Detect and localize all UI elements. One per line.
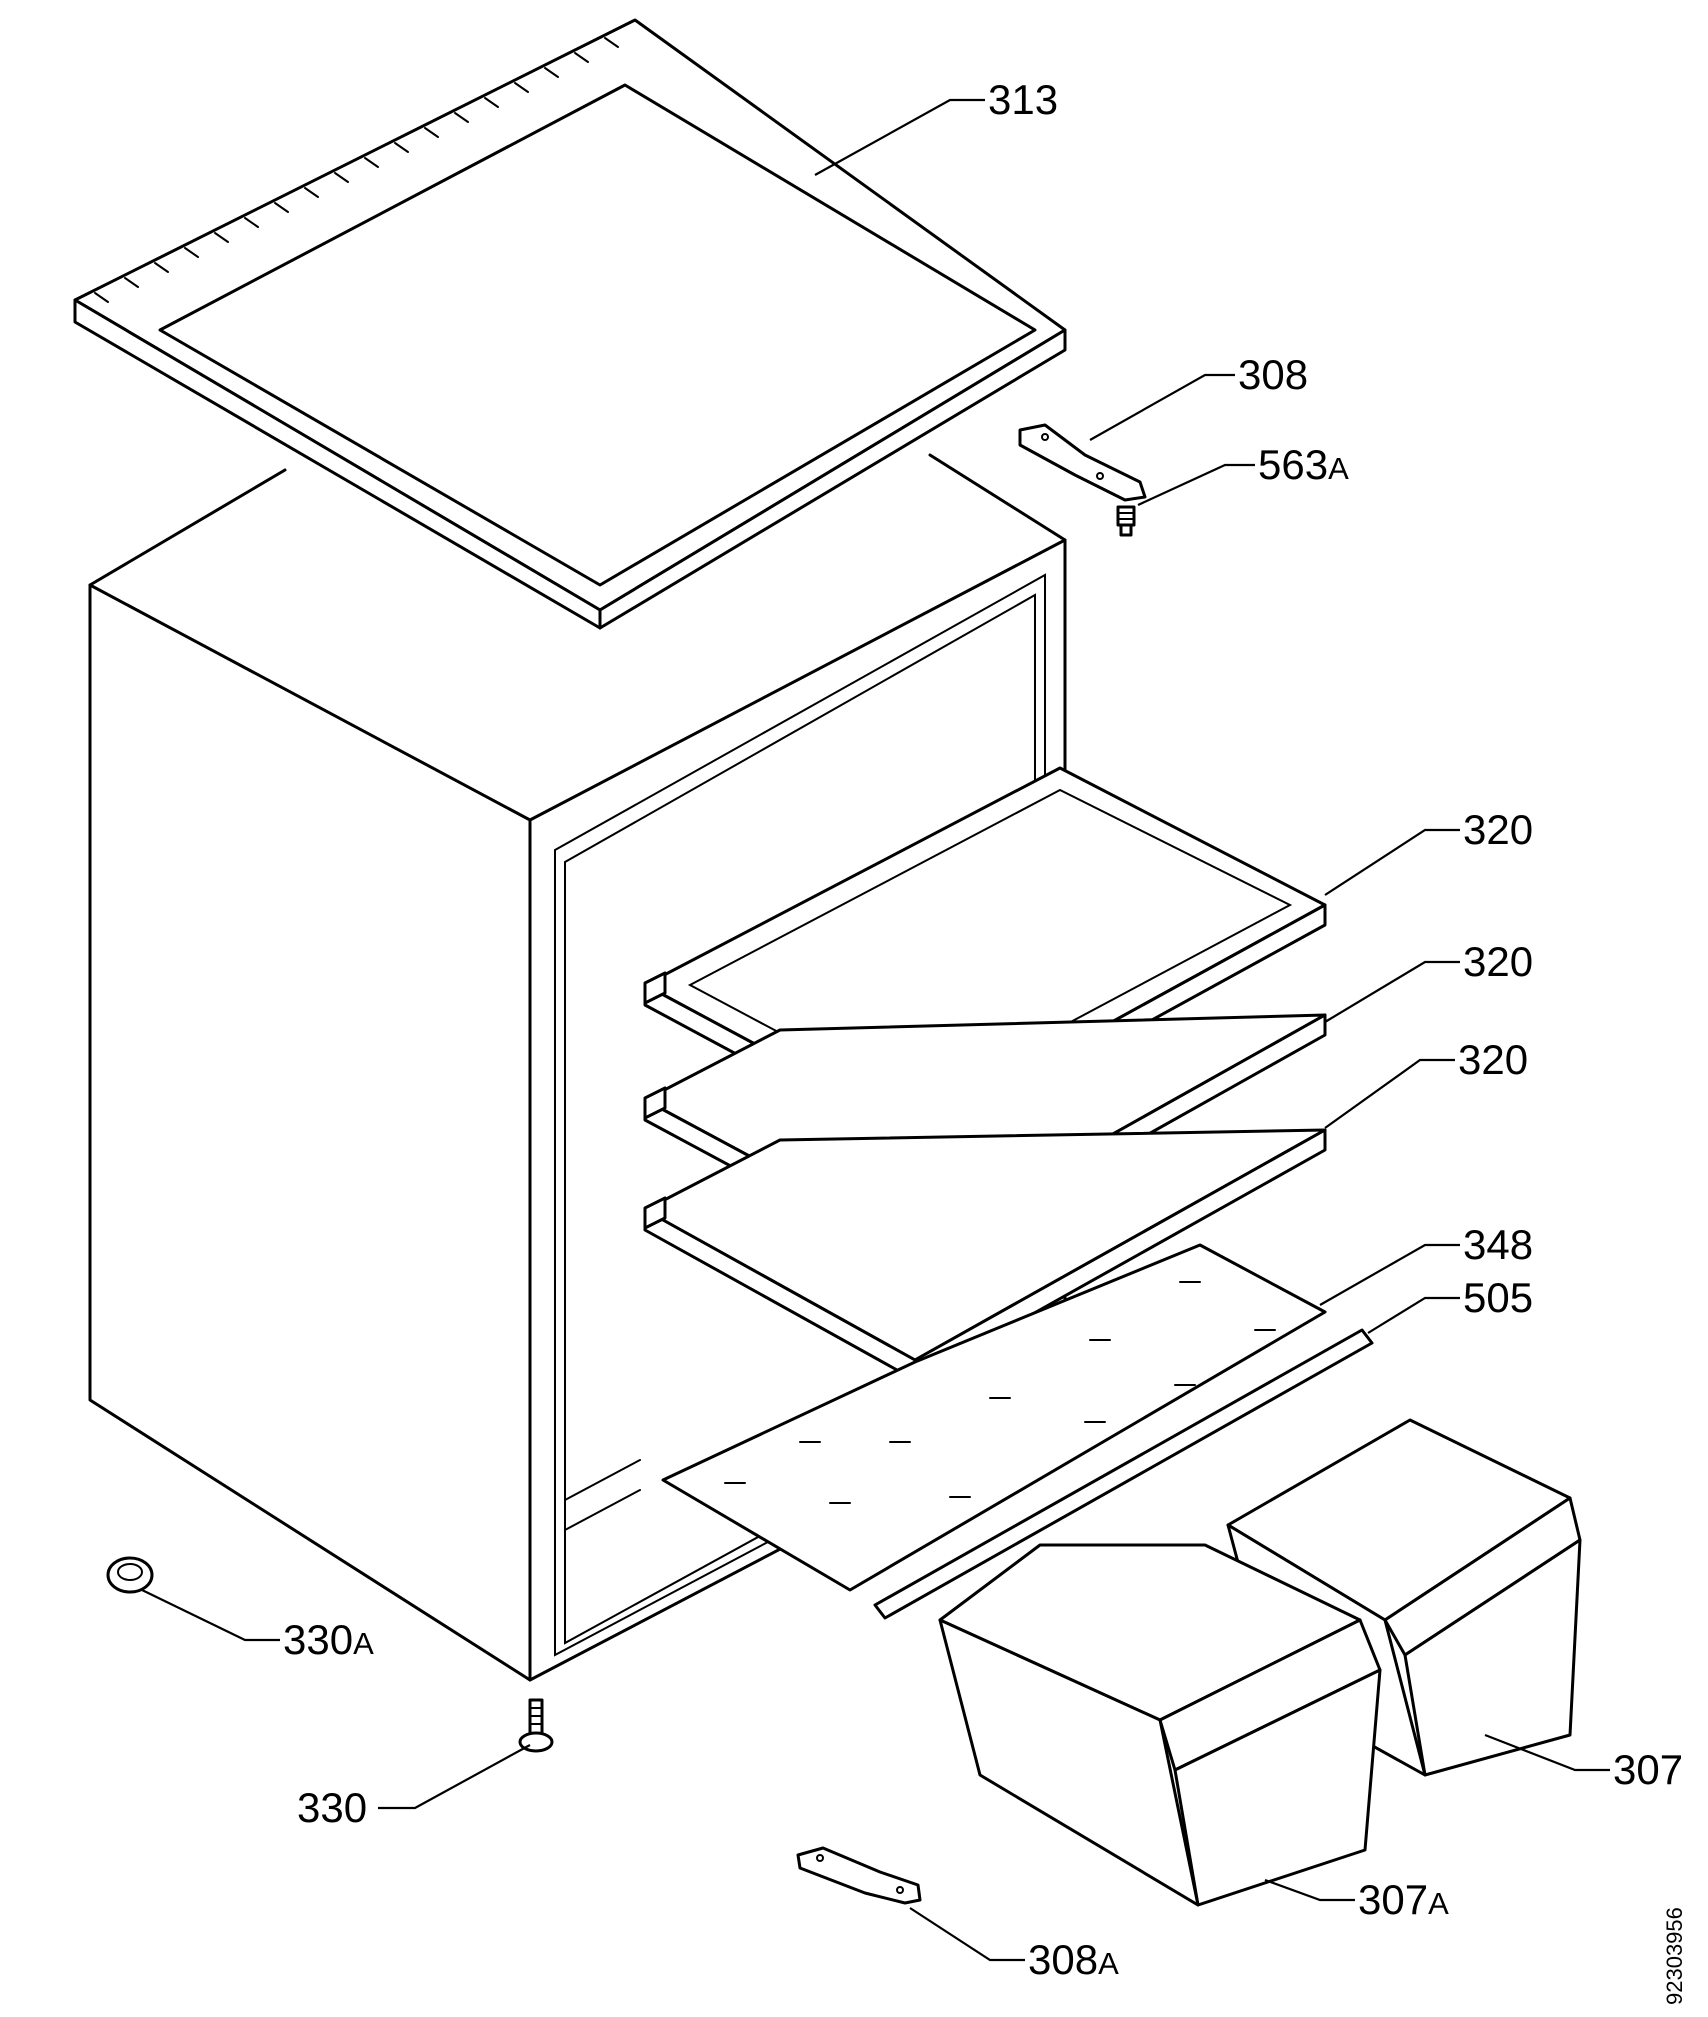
top-cover-louvres — [94, 37, 619, 303]
leader-320-top — [1324, 828, 1460, 896]
upper-hinge-part-308 — [1018, 423, 1147, 502]
label-320-bottom: 320 — [1458, 1036, 1528, 1083]
label-320-middle: 320 — [1463, 938, 1533, 985]
leader-348 — [1319, 1243, 1460, 1306]
document-number: 92303956 — [1662, 1907, 1687, 2005]
label-348: 348 — [1463, 1221, 1533, 1268]
leader-320-bottom — [1324, 1058, 1455, 1129]
label-308: 308 — [1238, 351, 1308, 398]
shelf-part-320-bottom — [643, 1128, 1327, 1382]
label-330: 330 — [297, 1784, 367, 1831]
label-505: 505 — [1463, 1274, 1533, 1321]
leader-307 — [1484, 1733, 1610, 1772]
leader-563a — [1137, 463, 1255, 506]
leader-330 — [378, 1744, 531, 1810]
label-308a: 308A — [1028, 1936, 1119, 1983]
label-307a: 307A — [1358, 1876, 1449, 1923]
glass-plate-marks — [724, 1281, 1276, 1504]
leader-505 — [1367, 1296, 1460, 1334]
leader-lines — [141, 98, 1610, 1962]
leader-320-middle — [1324, 960, 1460, 1023]
leader-308 — [1089, 373, 1235, 441]
crisper-drawer-part-307a — [938, 1543, 1382, 1907]
lower-hinge-part-308a — [796, 1846, 922, 1905]
leader-313 — [814, 98, 985, 176]
trim-strip-part-505 — [873, 1328, 1374, 1620]
adjustable-foot-part-330 — [518, 1698, 554, 1753]
label-307: 307 — [1613, 1746, 1683, 1793]
label-320-top: 320 — [1463, 806, 1533, 853]
foot-cap-part-330a — [106, 1556, 154, 1594]
leader-330a — [141, 1589, 280, 1642]
leader-308a — [909, 1907, 1025, 1962]
part-labels: 313 308 563A 320 320 320 348 505 330A 33… — [283, 76, 1683, 1983]
screw-part-563a — [1116, 505, 1136, 537]
leader-307a — [1264, 1878, 1355, 1902]
top-cover-part-313 — [73, 18, 1067, 630]
glass-plate-part-348 — [661, 1243, 1327, 1592]
label-330a: 330A — [283, 1616, 374, 1663]
label-313: 313 — [988, 76, 1058, 123]
label-563a: 563A — [1258, 441, 1349, 488]
